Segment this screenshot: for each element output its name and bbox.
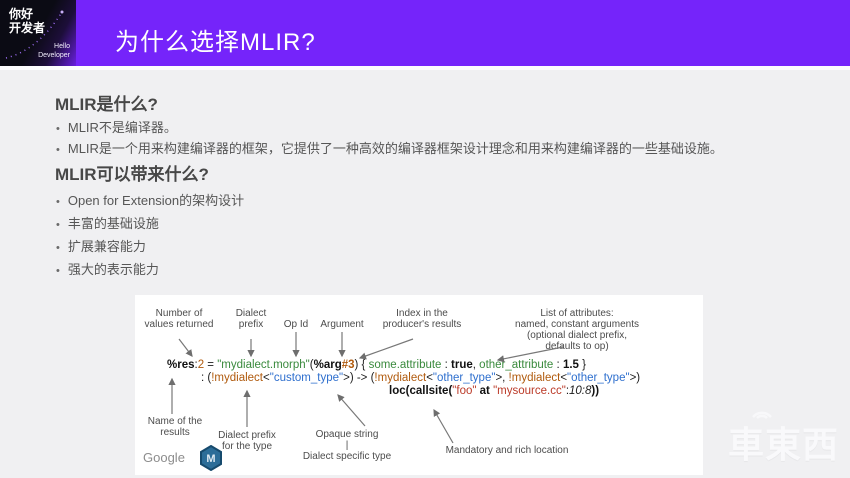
page-title: 为什么选择MLIR? [115, 29, 316, 56]
hello-developer-logo: 你好 开发者 Hello Developer [0, 0, 76, 66]
diagram-label-dialect-prefix-type: Dialect prefix for the type [218, 430, 276, 452]
bullet-dot: • [56, 196, 60, 208]
diagram-label-argument: Argument [320, 319, 364, 330]
header-banner: 为什么选择MLIR? [0, 0, 850, 66]
signal-arcs-icon [752, 411, 772, 419]
code-line-2: : (!mydialect<"custom_type">) -> (!mydia… [201, 372, 641, 384]
mlir-logo-icon: M [200, 445, 222, 471]
bullet-dot: • [56, 219, 60, 231]
diagram-label-op-id: Op Id [283, 319, 309, 330]
bullet-dot: • [56, 242, 60, 254]
code-line-3: loc(callsite("foo" at "mysource.cc":10:8… [389, 385, 600, 397]
diagram-label-opaque-string: Opaque string [315, 429, 379, 440]
code-line-1: %res:2 = "mydialect.morph"(%arg#3) { som… [167, 359, 586, 371]
diagram-label-index: Index in the producer's results [382, 308, 462, 330]
list-item: • 扩展兼容能力 [56, 236, 146, 255]
logo-text-cn: 你好 开发者 [9, 7, 46, 35]
logo-text-en: Hello Developer [38, 43, 70, 59]
header-divider [0, 66, 850, 70]
diagram-label-name-results: Name of the results [147, 416, 203, 438]
bullet-text: 丰富的基础设施 [67, 216, 159, 231]
diagram-label-num-values: Number of values returned [144, 308, 214, 330]
bullet-text: Open for Extension的架构设计 [67, 193, 245, 208]
list-item: • 强大的表示能力 [56, 259, 159, 278]
list-item: • MLIR不是编译器。 [56, 117, 177, 136]
watermark: 車東西 [728, 424, 840, 465]
bullet-text: MLIR不是编译器。 [67, 120, 177, 135]
diagram-label-location: Mandatory and rich location [445, 445, 569, 456]
list-item: • Open for Extension的架构设计 [56, 190, 244, 209]
diagram-label-dialect-prefix: Dialect prefix [235, 308, 267, 330]
bullet-text: MLIR是一个用来构建编译器的框架，它提供了一种高效的编译器框架设计理念和用来构… [67, 141, 723, 156]
comet-trail-icon [5, 10, 64, 59]
section2-heading: MLIR可以带来什么? [55, 165, 209, 184]
diagram-label-attributes: List of attributes: named, constant argu… [515, 308, 639, 352]
bullet-text: 扩展兼容能力 [67, 239, 146, 254]
diagram-label-tick: | [345, 440, 349, 451]
bullet-dot: • [56, 123, 60, 135]
mlir-syntax-diagram: Number of values returned Dialect prefix… [135, 295, 703, 475]
bullet-text: 强大的表示能力 [67, 262, 159, 277]
bullet-dot: • [56, 265, 60, 277]
bullet-dot: • [56, 144, 60, 156]
list-item: • MLIR是一个用来构建编译器的框架，它提供了一种高效的编译器框架设计理念和用来… [56, 138, 723, 157]
google-logo: Google [143, 450, 185, 465]
svg-text:M: M [206, 453, 215, 465]
diagram-label-dialect-specific-type: Dialect specific type [302, 451, 392, 462]
section1-heading: MLIR是什么? [55, 95, 158, 114]
list-item: • 丰富的基础设施 [56, 213, 159, 232]
